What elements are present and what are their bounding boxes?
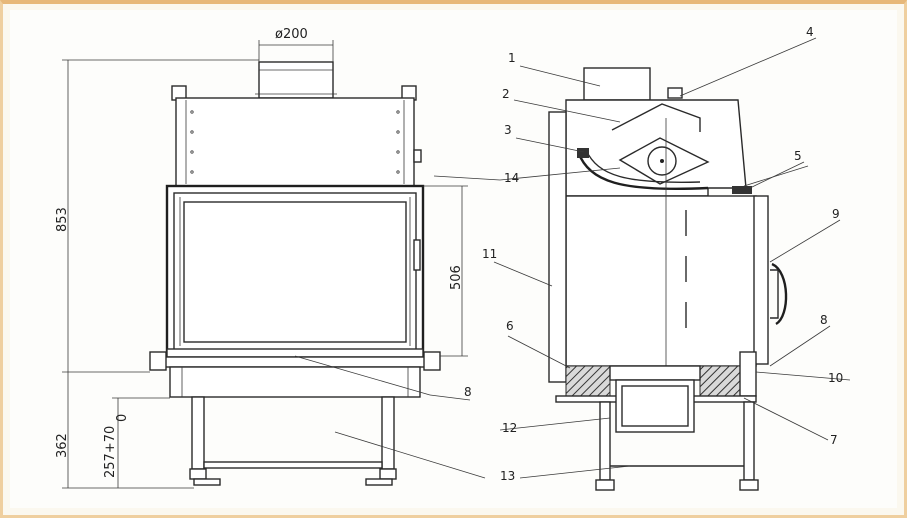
callout-3: 3 bbox=[504, 123, 512, 137]
callout-6: 6 bbox=[506, 319, 514, 333]
dim-diameter: ø200 bbox=[275, 27, 308, 42]
front-upper-body bbox=[175, 97, 415, 187]
callout-13: 13 bbox=[500, 469, 515, 483]
side-ash-pan bbox=[615, 379, 695, 433]
leader-front-8 bbox=[294, 355, 431, 396]
dim-base-height: 362 bbox=[55, 433, 70, 458]
callout-5: 5 bbox=[794, 149, 802, 163]
side-insulation-left bbox=[565, 365, 611, 397]
callout-12: 12 bbox=[502, 421, 517, 435]
dim-leg-height-lower: 0 bbox=[115, 414, 130, 422]
callout-10: 10 bbox=[828, 371, 843, 385]
front-glass bbox=[183, 201, 407, 343]
callout-7: 7 bbox=[830, 433, 838, 447]
dim-total-height: 853 bbox=[55, 207, 70, 232]
side-flue bbox=[583, 67, 651, 101]
callout-8: 8 bbox=[820, 313, 828, 327]
front-leg-right bbox=[381, 396, 395, 470]
side-insulation-right bbox=[699, 365, 741, 397]
side-view: 1 2 3 4 5 6 7 8 9 10 11 12 13 14 bbox=[433, 25, 851, 491]
callout-14: 14 bbox=[504, 171, 519, 185]
front-leg-left bbox=[191, 396, 205, 470]
front-base bbox=[169, 366, 421, 398]
callout-11: 11 bbox=[482, 247, 497, 261]
callout-front-8: 8 bbox=[464, 385, 472, 399]
callout-9: 9 bbox=[832, 207, 840, 221]
dim-leg-height: 257+70 bbox=[103, 426, 118, 478]
front-door bbox=[165, 184, 425, 358]
side-door bbox=[753, 195, 769, 365]
callout-2: 2 bbox=[502, 87, 510, 101]
side-leg-right bbox=[743, 401, 755, 481]
side-body bbox=[565, 195, 757, 367]
front-view: ø200 bbox=[55, 27, 486, 489]
front-flue-collar bbox=[258, 61, 334, 99]
callout-1: 1 bbox=[508, 51, 516, 65]
callout-4: 4 bbox=[806, 25, 814, 39]
dim-glass-height: 506 bbox=[449, 265, 464, 290]
